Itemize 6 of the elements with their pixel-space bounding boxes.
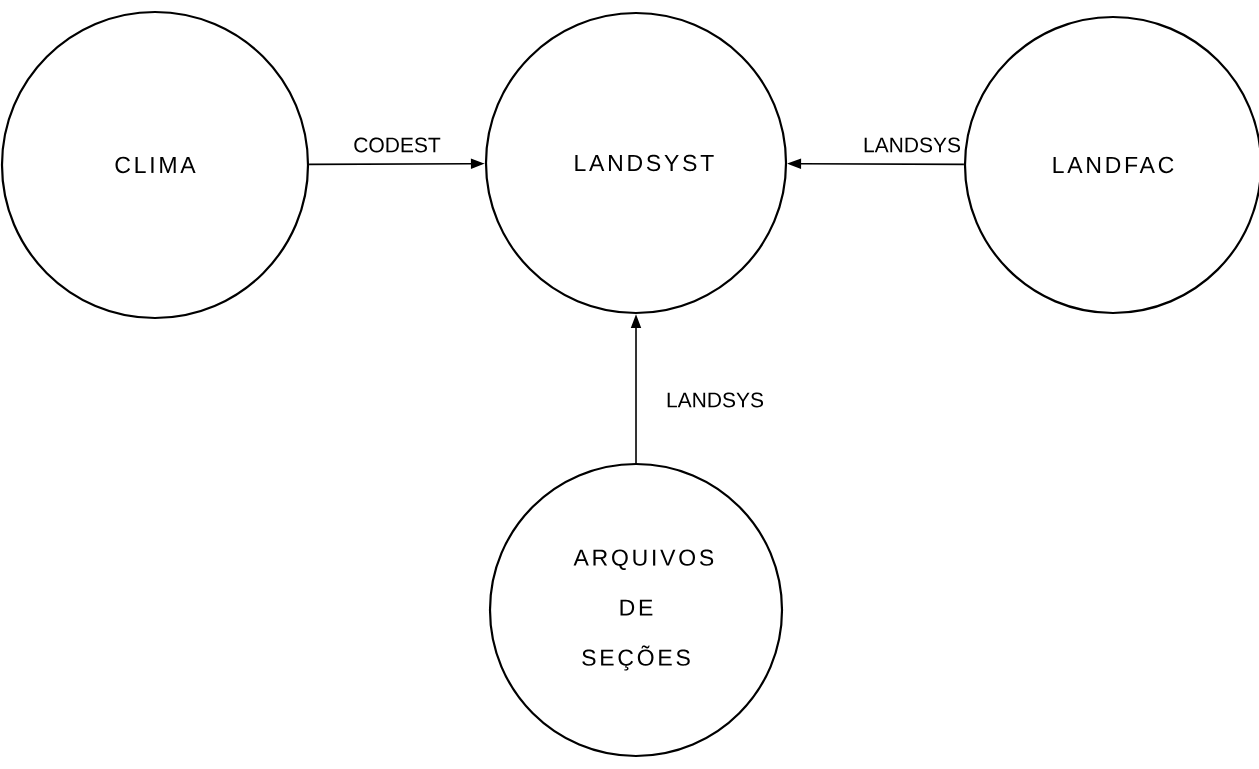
edge-label: LANDSYS [864, 137, 961, 153]
edge-label: CODEST [354, 137, 441, 153]
circle-node: ARQUIVOS DE SEÇÕES [488, 462, 784, 758]
circle-node: CLIMA [0, 10, 310, 320]
edge-label: LANDSYS [667, 392, 764, 408]
circle-node: LANDSYST [484, 11, 788, 315]
